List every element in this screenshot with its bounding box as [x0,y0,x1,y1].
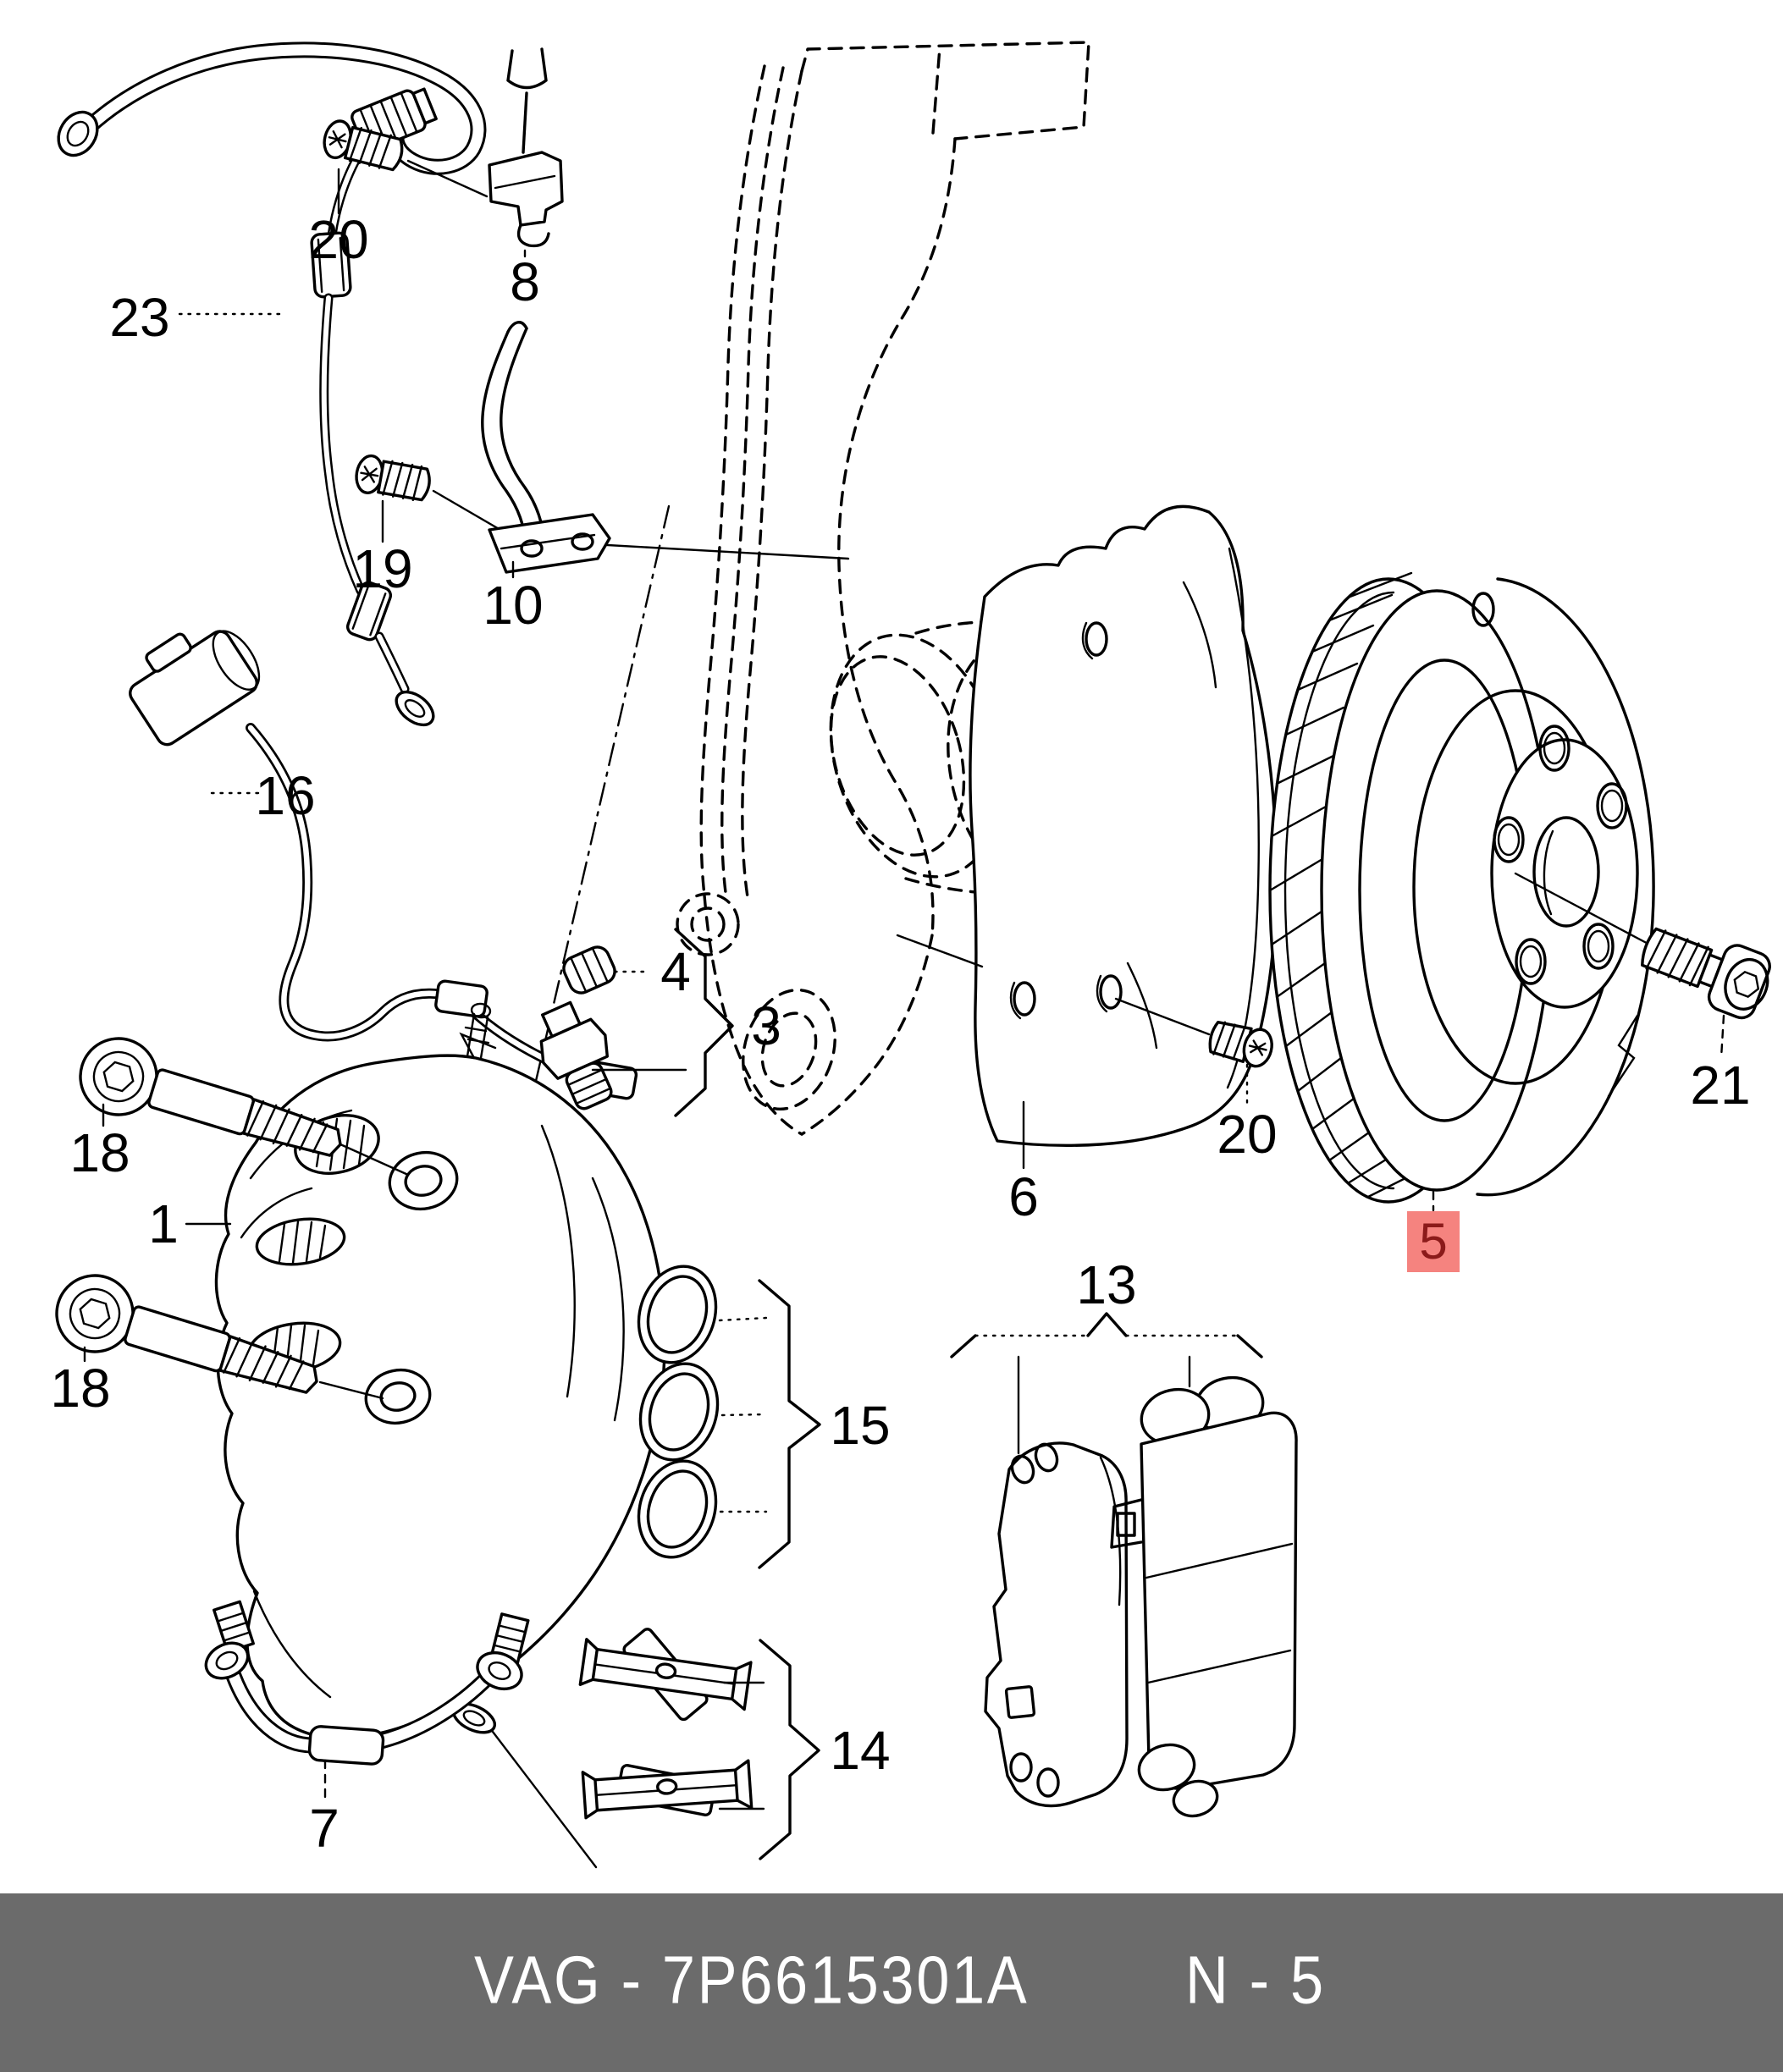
brake-disc-drawing [1268,571,1658,1204]
brake-hose-23-drawing [57,41,487,727]
bracket-8-drawing [488,47,564,248]
disc-screw-21-drawing [1641,927,1771,1020]
brace-15 [758,1279,821,1569]
part-callout-18-upper[interactable]: 18 [69,1122,130,1183]
bolt-18-lower-drawing [55,1274,384,1400]
hose-7-drawing [204,1600,530,1766]
part-callout-5-selected[interactable]: 5 [1407,1211,1460,1272]
part-callout-18-lower[interactable]: 18 [50,1358,111,1419]
part-callout-21[interactable]: 21 [1690,1055,1751,1116]
part-callout-4[interactable]: 4 [660,941,691,1002]
splash-shield-drawing [896,504,1278,1148]
screw-20-shield-drawing [1208,1021,1273,1068]
brace-14 [759,1639,820,1860]
part-callout-20-top[interactable]: 20 [308,209,369,270]
bolt-18-upper-drawing [79,1037,410,1177]
part-callout-7[interactable]: 7 [309,1798,339,1859]
caliper-drawing [214,1002,666,1869]
part-callout-8[interactable]: 8 [510,251,540,312]
part-callout-15[interactable]: 15 [830,1395,891,1456]
part-callout-14[interactable]: 14 [830,1720,891,1781]
footer-part-code: VAG - 7P6615301A [474,1941,1030,2017]
part-callout-6[interactable]: 6 [1008,1166,1039,1227]
part-callout-10[interactable]: 10 [483,575,544,636]
spring-clips-drawing [578,1628,820,1860]
seal-rings-drawing [637,1265,821,1569]
footer-page-ref: N - 5 [1185,1941,1326,2017]
part-callout-3[interactable]: 3 [751,995,781,1056]
screw-19-drawing [355,454,431,502]
bracket-10-drawing [481,321,611,574]
part-callout-1[interactable]: 1 [148,1193,179,1254]
part-callout-13[interactable]: 13 [1076,1254,1137,1315]
part-callout-19[interactable]: 19 [352,538,413,599]
screw-20-top-drawing [323,119,404,172]
leader-screw20-to-bracket8 [406,159,489,198]
bleeder-group-drawing [539,928,734,1117]
brake-pads-drawing [950,1312,1298,1818]
part-callout-20-shield[interactable]: 20 [1217,1104,1278,1165]
part-callout-16[interactable]: 16 [255,765,316,826]
assembly-axis [522,504,671,1138]
brace-13 [950,1312,1263,1358]
leader-lines [83,168,1725,1801]
brace-3 [674,928,734,1117]
part-callout-23[interactable]: 23 [109,287,170,348]
footer-bar: VAG - 7P6615301A N - 5 [0,1893,1783,2072]
